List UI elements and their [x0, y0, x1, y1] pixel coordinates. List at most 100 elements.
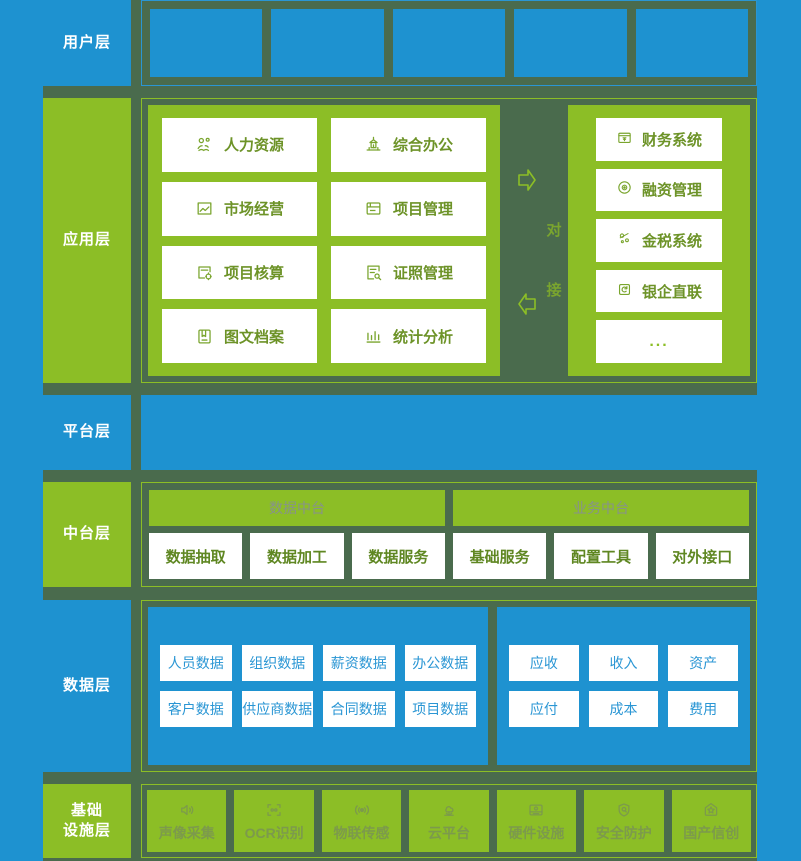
data-chip[interactable]: 办公数据: [404, 645, 476, 681]
infra-tile-label: OCR识别: [244, 824, 304, 841]
app-module-tile[interactable]: 人力资源: [162, 118, 317, 172]
license-management-icon: [364, 263, 383, 282]
layer-body-data: 人员数据 组织数据 薪资数据 办公数据 客户数据 供应商数据 合同数据 项目数据…: [141, 600, 757, 772]
infra-tile-label: 安全防护: [595, 824, 652, 841]
middle-item-row: 数据抽取 数据加工 数据服务 基础服务 配置工具 对外接口: [149, 533, 749, 579]
star-badge-icon: [702, 800, 720, 820]
data-chip[interactable]: 合同数据: [323, 691, 395, 727]
data-chip[interactable]: 应收: [509, 645, 579, 681]
layer-row-middle: 中台层 数据中台 业务中台 数据抽取 数据加工 数据服务 基础服务 配置工具 对…: [43, 482, 757, 587]
app-module-label: 统计分析: [392, 328, 453, 346]
statistics-icon: [364, 327, 383, 346]
tax-system-icon: [616, 230, 633, 251]
infra-tile[interactable]: 物联传感: [321, 790, 402, 852]
cloud-platform-icon: [440, 800, 458, 820]
architecture-diagram: 用户层 应用层: [43, 0, 757, 861]
financing-icon: [616, 179, 633, 200]
external-system-tile[interactable]: 财务系统: [596, 118, 722, 161]
app-module-label: 人力资源: [223, 137, 284, 155]
layer-row-infrastructure: 基础 设施层 声像采集: [43, 784, 757, 858]
middle-head-business-platform[interactable]: 业务中台: [453, 490, 749, 526]
application-container: 人力资源 综合办公: [141, 98, 757, 383]
infra-tile[interactable]: 国产信创: [671, 790, 751, 852]
middle-item[interactable]: 数据服务: [351, 533, 445, 579]
human-resources-icon: [195, 135, 214, 154]
app-module-tile[interactable]: 图文档案: [162, 309, 317, 363]
data-chip[interactable]: 费用: [668, 691, 738, 727]
middle-item[interactable]: 基础服务: [452, 533, 547, 579]
layer-row-user: 用户层: [43, 0, 757, 86]
hardware-icon: [527, 800, 545, 820]
layer-body-user: [141, 0, 757, 86]
layer-label-platform: 平台层: [43, 395, 131, 470]
layer-body-platform: [141, 395, 757, 470]
data-chip[interactable]: 人员数据: [160, 645, 232, 681]
platform-content-box[interactable]: [141, 395, 757, 470]
middle-item[interactable]: 数据抽取: [149, 533, 243, 579]
infra-tile-label: 声像采集: [158, 824, 215, 841]
external-system-label: 金税系统: [641, 232, 702, 250]
user-box[interactable]: [150, 9, 263, 77]
data-chip[interactable]: 应付: [509, 691, 579, 727]
external-systems-panel: 财务系统 融资管理: [568, 105, 750, 376]
infra-tile[interactable]: 硬件设施: [496, 790, 577, 852]
infra-tile[interactable]: 声像采集: [147, 790, 227, 852]
external-system-tile[interactable]: 金税系统: [596, 219, 722, 262]
data-panel-finance: 应收 收入 资产 应付 成本 费用: [497, 607, 750, 765]
application-module-grid: 人力资源 综合办公: [148, 105, 500, 376]
app-module-tile[interactable]: 项目核算: [162, 245, 317, 300]
app-module-tile[interactable]: 证照管理: [331, 245, 486, 300]
infra-tile-label: 物联传感: [333, 824, 390, 841]
data-chip[interactable]: 资产: [668, 645, 738, 681]
external-system-tile[interactable]: 融资管理: [596, 168, 722, 212]
middle-container: 数据中台 业务中台 数据抽取 数据加工 数据服务 基础服务 配置工具 对外接口: [141, 482, 757, 587]
data-chip[interactable]: 成本: [588, 691, 659, 727]
audio-capture-icon: [178, 800, 196, 820]
middle-head-data-platform[interactable]: 数据中台: [149, 490, 445, 526]
data-container: 人员数据 组织数据 薪资数据 办公数据 客户数据 供应商数据 合同数据 项目数据…: [141, 600, 757, 772]
data-chip[interactable]: 客户数据: [160, 691, 232, 727]
external-system-label: 银企直联: [641, 283, 702, 301]
external-system-tile[interactable]: 银企直联: [596, 269, 722, 313]
connector-char-2: 接: [546, 282, 562, 299]
app-module-tile[interactable]: 项目管理: [331, 181, 486, 236]
app-module-label: 项目管理: [392, 201, 453, 219]
data-chip[interactable]: 组织数据: [241, 645, 313, 681]
user-box[interactable]: [514, 9, 627, 77]
middle-item[interactable]: 数据加工: [250, 533, 344, 579]
infra-tile[interactable]: OCR识别: [234, 790, 314, 852]
app-module-tile[interactable]: 统计分析: [331, 309, 486, 363]
middle-item[interactable]: 对外接口: [655, 533, 749, 579]
layer-body-application: 人力资源 综合办公: [141, 98, 757, 383]
middle-item[interactable]: 配置工具: [554, 533, 648, 579]
data-chip[interactable]: 薪资数据: [323, 645, 395, 681]
data-chip[interactable]: 项目数据: [404, 691, 476, 727]
layer-row-application: 应用层 人力资源: [43, 98, 757, 383]
middle-head-row: 数据中台 业务中台: [149, 490, 749, 526]
layer-row-platform: 平台层: [43, 395, 757, 470]
layer-row-data: 数据层 人员数据 组织数据 薪资数据 办公数据 客户数据 供应商数据 合同数据 …: [43, 600, 757, 772]
arrow-left-icon: [516, 291, 538, 322]
layer-label-application: 应用层: [43, 98, 131, 383]
layer-label-infrastructure-line2: 设施层: [62, 822, 111, 839]
infra-tile[interactable]: 安全防护: [584, 790, 664, 852]
infra-tile-label: 云平台: [427, 824, 470, 841]
user-box[interactable]: [635, 9, 749, 77]
user-box[interactable]: [271, 9, 384, 77]
infra-tile[interactable]: 云平台: [409, 790, 489, 852]
layer-label-infrastructure: 基础 设施层: [43, 784, 131, 858]
data-chip[interactable]: 供应商数据: [241, 691, 313, 727]
data-chip[interactable]: 收入: [588, 645, 659, 681]
layer-label-infrastructure-line1: 基础: [70, 801, 103, 819]
layer-label-user: 用户层: [43, 0, 131, 86]
app-module-tile[interactable]: 市场经营: [162, 181, 317, 236]
archive-icon: [195, 327, 214, 346]
user-box[interactable]: [392, 9, 506, 77]
office-icon: [364, 135, 383, 154]
app-module-label: 图文档案: [223, 328, 284, 346]
external-system-more[interactable]: ...: [596, 320, 722, 363]
finance-system-icon: [616, 129, 633, 150]
infra-tile-label: 国产信创: [683, 824, 740, 841]
app-module-tile[interactable]: 综合办公: [331, 118, 486, 172]
layer-label-data: 数据层: [43, 600, 131, 772]
